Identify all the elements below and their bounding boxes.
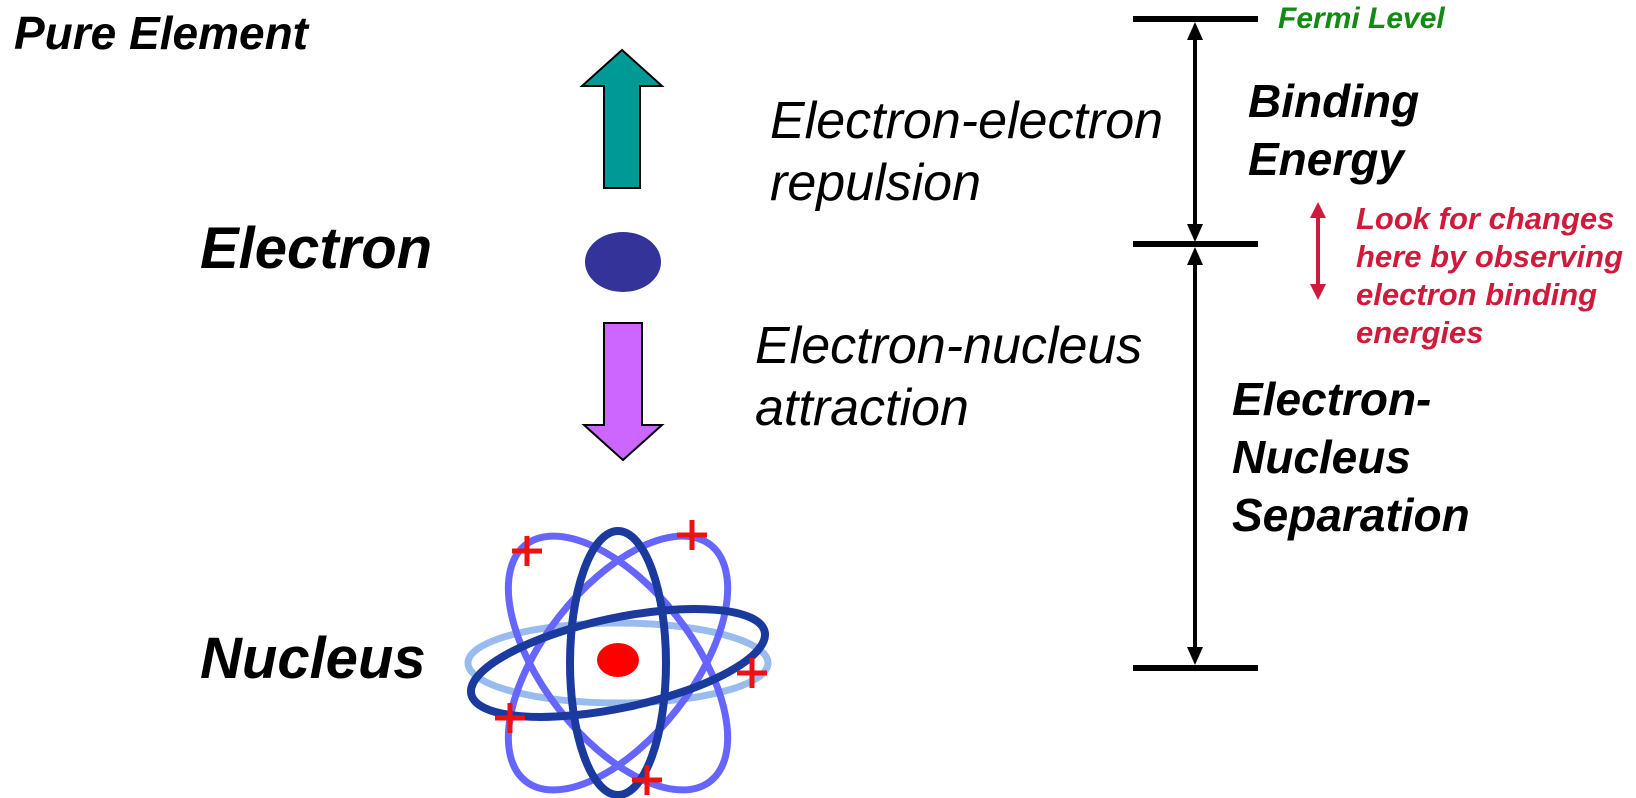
repulsion-label: Electron-electron repulsion	[770, 90, 1163, 214]
attraction-arrow-icon	[581, 322, 665, 462]
binding-energy-label: Binding Energy	[1248, 72, 1419, 188]
fermi-level-label: Fermi Level	[1278, 2, 1445, 35]
separation-line-3: Separation	[1232, 489, 1470, 541]
attraction-line-2: attraction	[755, 379, 969, 437]
electron-dot	[585, 232, 661, 292]
repulsion-arrow-icon	[579, 48, 665, 189]
note-line-1: Look for changes	[1356, 201, 1615, 236]
note-line-3: electron binding	[1356, 277, 1598, 312]
repulsion-line-2: repulsion	[770, 154, 982, 212]
separation-line-2: Nucleus	[1232, 431, 1411, 483]
attraction-label: Electron-nucleus attraction	[755, 315, 1142, 439]
atom-icon	[464, 520, 772, 798]
binding-line-2: Energy	[1248, 133, 1404, 185]
page-title: Pure Element	[14, 7, 308, 59]
binding-line-1: Binding	[1248, 75, 1420, 127]
separation-label: Electron- Nucleus Separation	[1232, 370, 1470, 544]
electron-label: Electron	[200, 216, 433, 281]
note-line-4: energies	[1356, 315, 1484, 350]
energy-scale	[1133, 16, 1258, 671]
nucleus-core	[597, 643, 639, 677]
plus-signs	[495, 520, 767, 795]
separation-line-1: Electron-	[1232, 373, 1432, 425]
note-line-2: here by observing	[1356, 239, 1624, 274]
binding-note: Look for changes here by observing elect…	[1356, 200, 1623, 352]
repulsion-line-1: Electron-electron	[770, 92, 1164, 150]
note-double-arrow-icon	[1310, 202, 1326, 300]
nucleus-label: Nucleus	[200, 626, 426, 691]
attraction-line-1: Electron-nucleus	[755, 317, 1143, 375]
